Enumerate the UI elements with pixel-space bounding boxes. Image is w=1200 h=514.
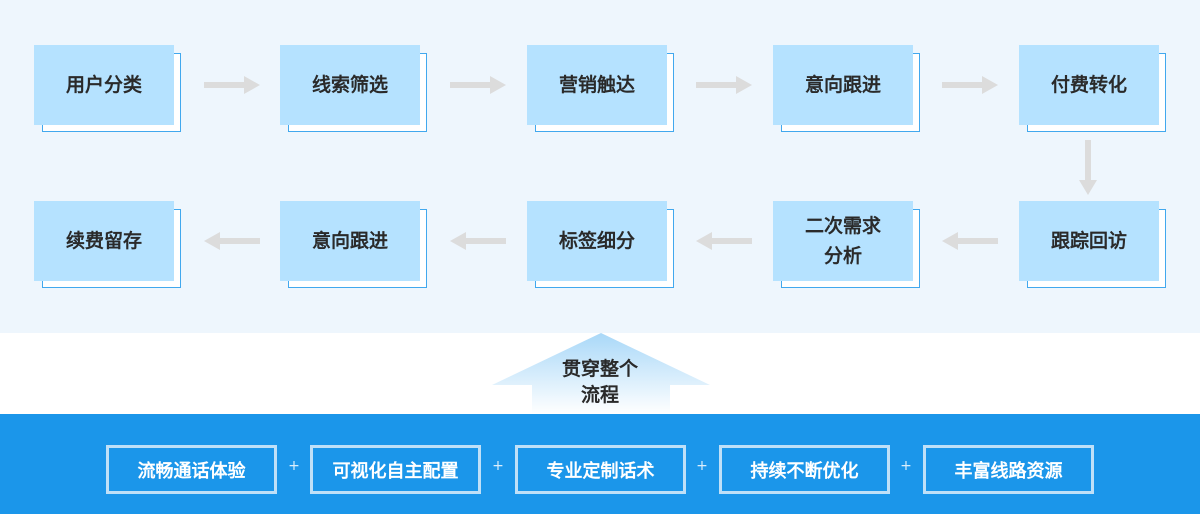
step-intent-follow-up: 意向跟进 — [773, 45, 920, 132]
arrow-left-icon — [696, 232, 752, 250]
arrow-left-icon — [942, 232, 998, 250]
step-user-classification: 用户分类 — [34, 45, 181, 132]
arrow-right-icon — [942, 76, 998, 94]
step-paid-conversion: 付费转化 — [1019, 45, 1166, 132]
arrow-down-icon — [1079, 140, 1097, 195]
step-label: 二次需求 分析 — [773, 201, 913, 281]
throughout-process-arrow-icon — [492, 333, 710, 414]
feature-line-resources: 丰富线路资源 — [923, 445, 1094, 494]
arrow-right-icon — [204, 76, 260, 94]
step-secondary-demand-analysis: 二次需求 分析 — [773, 201, 920, 288]
step-label: 用户分类 — [34, 45, 174, 125]
process-flow-area: 用户分类 线索筛选 营销触达 意向跟进 付费转化 跟踪回访 二次需求 分析 — [0, 0, 1200, 333]
arrow-right-icon — [450, 76, 506, 94]
step-label: 意向跟进 — [280, 201, 420, 281]
step-label: 营销触达 — [527, 45, 667, 125]
arrow-right-icon — [696, 76, 752, 94]
step-intent-follow-up-2: 意向跟进 — [280, 201, 427, 288]
plus-separator: + — [900, 458, 912, 474]
step-tag-segmentation: 标签细分 — [527, 201, 674, 288]
feature-visual-config: 可视化自主配置 — [310, 445, 481, 494]
feature-smooth-calling: 流畅通话体验 — [106, 445, 277, 494]
step-label: 续费留存 — [34, 201, 174, 281]
step-lead-screening: 线索筛选 — [280, 45, 427, 132]
plus-separator: + — [696, 458, 708, 474]
feature-bar: 流畅通话体验 + 可视化自主配置 + 专业定制话术 + 持续不断优化 + 丰富线… — [0, 414, 1200, 514]
step-tracking-revisit: 跟踪回访 — [1019, 201, 1166, 288]
throughout-process-label: 贯穿整个 流程 — [561, 358, 638, 406]
feature-custom-scripts: 专业定制话术 — [515, 445, 686, 494]
plus-separator: + — [492, 458, 504, 474]
feature-continuous-optimization: 持续不断优化 — [719, 445, 890, 494]
step-label: 跟踪回访 — [1019, 201, 1159, 281]
step-label: 线索筛选 — [280, 45, 420, 125]
plus-separator: + — [288, 458, 300, 474]
step-marketing-outreach: 营销触达 — [527, 45, 674, 132]
step-label: 标签细分 — [527, 201, 667, 281]
arrow-left-icon — [204, 232, 260, 250]
step-renewal-retention: 续费留存 — [34, 201, 181, 288]
arrow-left-icon — [450, 232, 506, 250]
step-label: 付费转化 — [1019, 45, 1159, 125]
step-label: 意向跟进 — [773, 45, 913, 125]
